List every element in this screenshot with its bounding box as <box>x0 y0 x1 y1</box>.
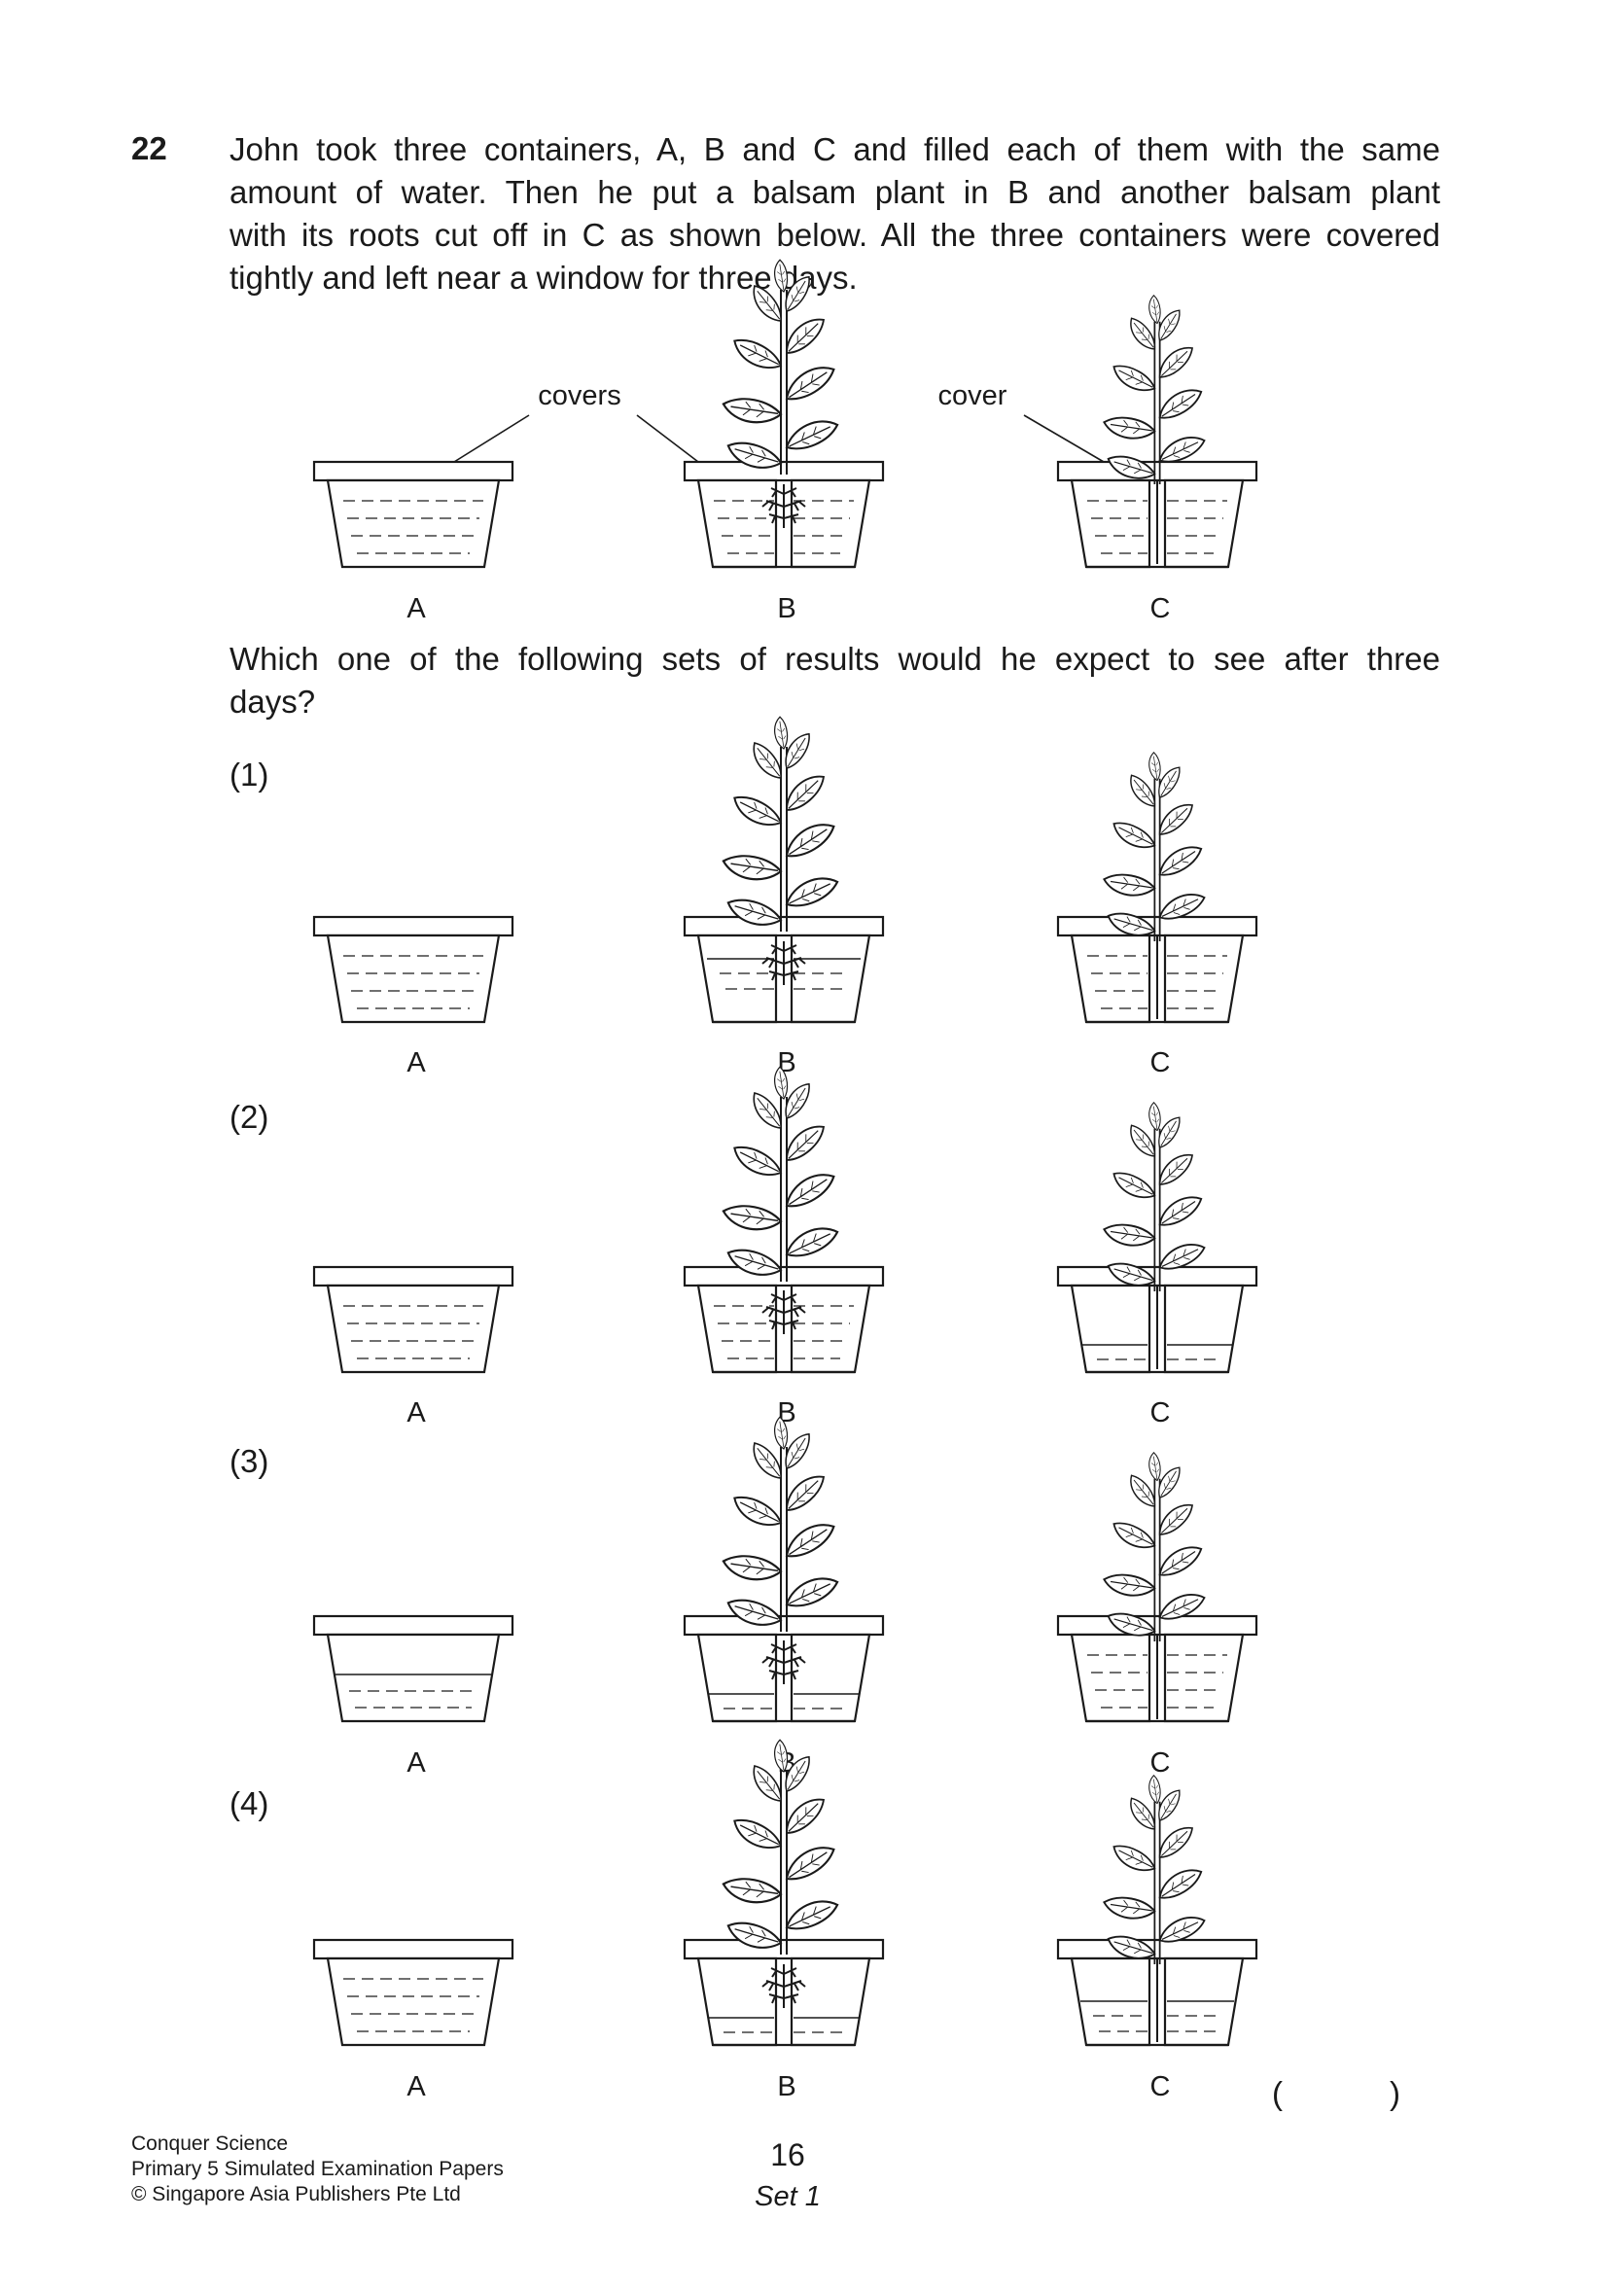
page-number: 16 <box>770 2137 805 2172</box>
prompt-line: Which one of the following sets of resul… <box>229 641 1440 677</box>
container-c-label: C <box>1150 593 1171 624</box>
option-2-c-label: C <box>1150 1397 1171 1428</box>
covers-label: covers <box>538 380 620 411</box>
option-2-a-label: A <box>406 1397 426 1428</box>
option-label-4[interactable]: (4) <box>229 1785 269 1821</box>
option-label-3[interactable]: (3) <box>229 1443 269 1479</box>
option-4-c-label: C <box>1150 2071 1171 2102</box>
footer-line: © Singapore Asia Publishers Pte Ltd <box>131 2183 461 2205</box>
option-4-a-label: A <box>406 2071 426 2102</box>
option-2-diagram: A B C <box>312 1067 1258 1428</box>
footer-line: Conquer Science <box>131 2132 289 2155</box>
option-4-diagram: A B C <box>312 1740 1258 2102</box>
footer-line: Primary 5 Simulated Examination Papers <box>131 2158 504 2180</box>
option-label-2[interactable]: (2) <box>229 1099 269 1135</box>
option-4-b-label: B <box>777 2071 795 2102</box>
question-line: John took three containers, A, B and C a… <box>229 131 1440 167</box>
container-b-label: B <box>777 593 795 624</box>
set-label: Set 1 <box>755 2181 821 2212</box>
container-a-label: A <box>406 593 426 624</box>
footer-publisher: Conquer Science Primary 5 Simulated Exam… <box>131 2132 504 2207</box>
option-3-a-label: A <box>406 1747 426 1779</box>
question-text: John took three containers, A, B and C a… <box>229 128 1440 300</box>
option-1-c-label: C <box>1150 1047 1171 1078</box>
question-line: amount of water. Then he put a balsam pl… <box>229 174 1440 210</box>
option-3-c-label: C <box>1150 1747 1171 1779</box>
question-line: tightly and left near a window for three… <box>229 260 858 296</box>
question-number: 22 <box>131 130 167 166</box>
option-label-1[interactable]: (1) <box>229 757 269 793</box>
cover-label: cover <box>938 380 1007 411</box>
option-3-diagram: A B C <box>312 1417 1258 1779</box>
option-1-diagram: A B C <box>312 717 1258 1078</box>
question-line: with its roots cut off in C as shown bel… <box>229 217 1440 253</box>
setup-diagram: covers cover A B C <box>312 260 1258 624</box>
question-prompt: Which one of the following sets of resul… <box>229 638 1440 723</box>
prompt-line: days? <box>229 684 316 720</box>
answer-bracket[interactable]: ( ) <box>1272 2075 1400 2111</box>
option-1-a-label: A <box>406 1047 426 1078</box>
